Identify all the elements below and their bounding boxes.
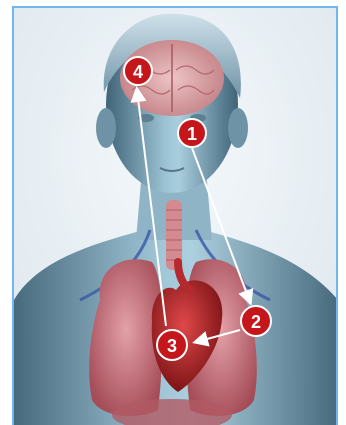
right-ear — [228, 108, 248, 148]
marker-1: 1 — [178, 119, 206, 147]
marker-2: 2 — [241, 306, 271, 336]
marker-1-label: 1 — [187, 124, 197, 144]
marker-2-label: 2 — [251, 312, 261, 332]
left-ear — [96, 108, 116, 148]
marker-4: 4 — [124, 57, 152, 85]
marker-3-label: 3 — [167, 336, 177, 356]
marker-4-label: 4 — [133, 62, 143, 82]
marker-3: 3 — [157, 330, 187, 360]
